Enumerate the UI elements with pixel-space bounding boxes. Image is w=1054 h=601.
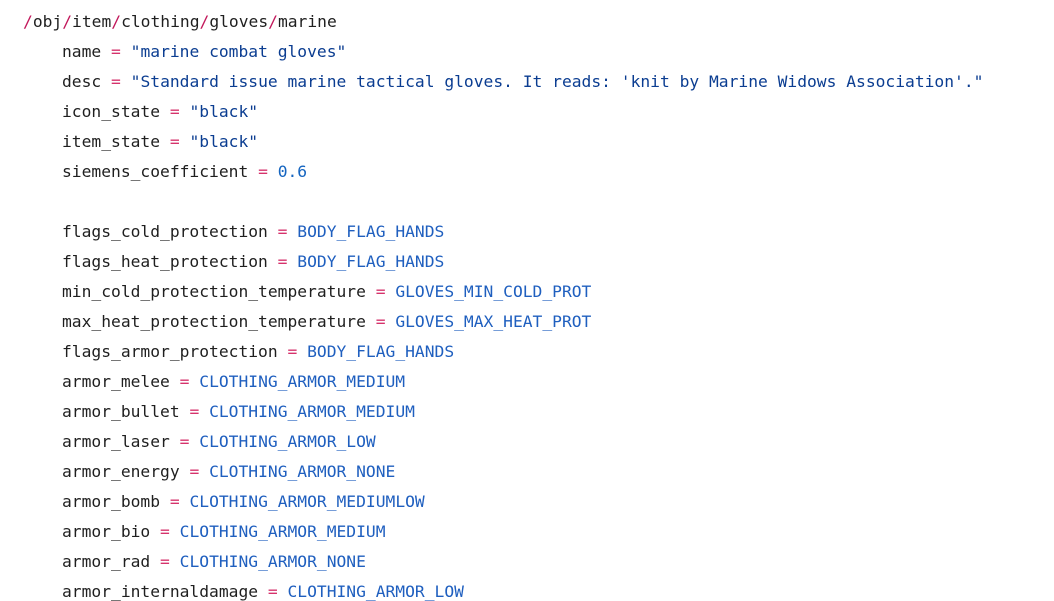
property-value: GLOVES_MIN_COLD_PROT — [395, 282, 592, 301]
property-value: 0.6 — [277, 162, 308, 181]
path-segment: item — [72, 12, 112, 31]
assign-operator: = — [267, 582, 278, 601]
property-key: flags_cold_protection — [62, 222, 268, 241]
assign-operator: = — [169, 102, 180, 121]
property-line: armor_bomb = CLOTHING_ARMOR_MEDIUMLOW — [0, 487, 1054, 517]
blank-line — [0, 187, 1054, 217]
property-line: flags_armor_protection = BODY_FLAG_HANDS — [0, 337, 1054, 367]
property-value: GLOVES_MAX_HEAT_PROT — [395, 312, 592, 331]
property-key: armor_bullet — [62, 402, 180, 421]
assign-operator: = — [287, 342, 298, 361]
property-line: icon_state = "black" — [0, 97, 1054, 127]
property-line: armor_internaldamage = CLOTHING_ARMOR_LO… — [0, 577, 1054, 601]
property-value: BODY_FLAG_HANDS — [297, 252, 445, 271]
property-line: item_state = "black" — [0, 127, 1054, 157]
property-key: flags_heat_protection — [62, 252, 268, 271]
property-key: max_heat_protection_temperature — [62, 312, 366, 331]
property-value: BODY_FLAG_HANDS — [297, 222, 445, 241]
property-line: flags_cold_protection = BODY_FLAG_HANDS — [0, 217, 1054, 247]
property-line: armor_laser = CLOTHING_ARMOR_LOW — [0, 427, 1054, 457]
assign-operator: = — [111, 72, 121, 91]
property-key: armor_internaldamage — [62, 582, 259, 601]
assign-operator: = — [189, 462, 200, 481]
property-value: CLOTHING_ARMOR_MEDIUM — [209, 402, 415, 421]
assign-operator: = — [375, 312, 386, 331]
property-value: CLOTHING_ARMOR_MEDIUM — [179, 522, 386, 541]
property-value: "black" — [189, 102, 259, 121]
property-value: BODY_FLAG_HANDS — [307, 342, 455, 361]
property-value: CLOTHING_ARMOR_MEDIUM — [199, 372, 406, 391]
property-key: name — [62, 42, 102, 61]
property-line: min_cold_protection_temperature = GLOVES… — [0, 277, 1054, 307]
type-path-line: /obj/item/clothing/gloves/marine — [0, 7, 1054, 37]
property-value: "black" — [189, 132, 259, 151]
path-separator: / — [199, 12, 210, 31]
property-key: armor_rad — [62, 552, 151, 571]
path-segment: obj — [32, 12, 63, 31]
property-value: CLOTHING_ARMOR_NONE — [209, 462, 396, 481]
assign-operator: = — [169, 492, 180, 511]
property-key: armor_bio — [62, 522, 151, 541]
assign-operator: = — [179, 432, 190, 451]
property-value: "Standard issue marine tactical gloves. … — [130, 72, 984, 91]
property-line: armor_bio = CLOTHING_ARMOR_MEDIUM — [0, 517, 1054, 547]
property-key: armor_bomb — [62, 492, 161, 511]
property-key: desc — [62, 72, 102, 91]
property-value: CLOTHING_ARMOR_NONE — [179, 552, 366, 571]
assign-operator: = — [277, 222, 288, 241]
property-line: desc = "Standard issue marine tactical g… — [0, 67, 1054, 97]
assign-operator: = — [258, 162, 268, 181]
property-line: siemens_coefficient = 0.6 — [0, 157, 1054, 187]
path-separator: / — [111, 12, 122, 31]
path-segment: marine — [277, 12, 337, 31]
property-key: item_state — [62, 132, 161, 151]
path-separator: / — [23, 12, 33, 31]
property-line: max_heat_protection_temperature = GLOVES… — [0, 307, 1054, 337]
assign-operator: = — [160, 522, 170, 541]
property-key: icon_state — [62, 102, 161, 121]
property-line: armor_rad = CLOTHING_ARMOR_NONE — [0, 547, 1054, 577]
property-line: flags_heat_protection = BODY_FLAG_HANDS — [0, 247, 1054, 277]
assign-operator: = — [189, 402, 200, 421]
property-key: armor_laser — [62, 432, 170, 451]
path-separator: / — [62, 12, 73, 31]
assign-operator: = — [160, 552, 170, 571]
property-key: armor_energy — [62, 462, 180, 481]
assign-operator: = — [277, 252, 288, 271]
assign-operator: = — [375, 282, 386, 301]
path-segment: clothing — [121, 12, 200, 31]
path-separator: / — [268, 12, 278, 31]
property-key: armor_melee — [62, 372, 170, 391]
path-segment: gloves — [209, 12, 269, 31]
property-list: name = "marine combat gloves"desc = "Sta… — [0, 37, 1054, 601]
property-value: "marine combat gloves" — [130, 42, 347, 61]
property-line: armor_bullet = CLOTHING_ARMOR_MEDIUM — [0, 397, 1054, 427]
property-line: name = "marine combat gloves" — [0, 37, 1054, 67]
property-key: siemens_coefficient — [62, 162, 249, 181]
assign-operator: = — [111, 42, 121, 61]
assign-operator: = — [179, 372, 190, 391]
property-value: CLOTHING_ARMOR_MEDIUMLOW — [189, 492, 425, 511]
property-key: flags_armor_protection — [62, 342, 278, 361]
property-key: min_cold_protection_temperature — [62, 282, 366, 301]
assign-operator: = — [169, 132, 180, 151]
property-line: armor_energy = CLOTHING_ARMOR_NONE — [0, 457, 1054, 487]
property-value: CLOTHING_ARMOR_LOW — [287, 582, 464, 601]
property-value: CLOTHING_ARMOR_LOW — [199, 432, 376, 451]
property-line: armor_melee = CLOTHING_ARMOR_MEDIUM — [0, 367, 1054, 397]
